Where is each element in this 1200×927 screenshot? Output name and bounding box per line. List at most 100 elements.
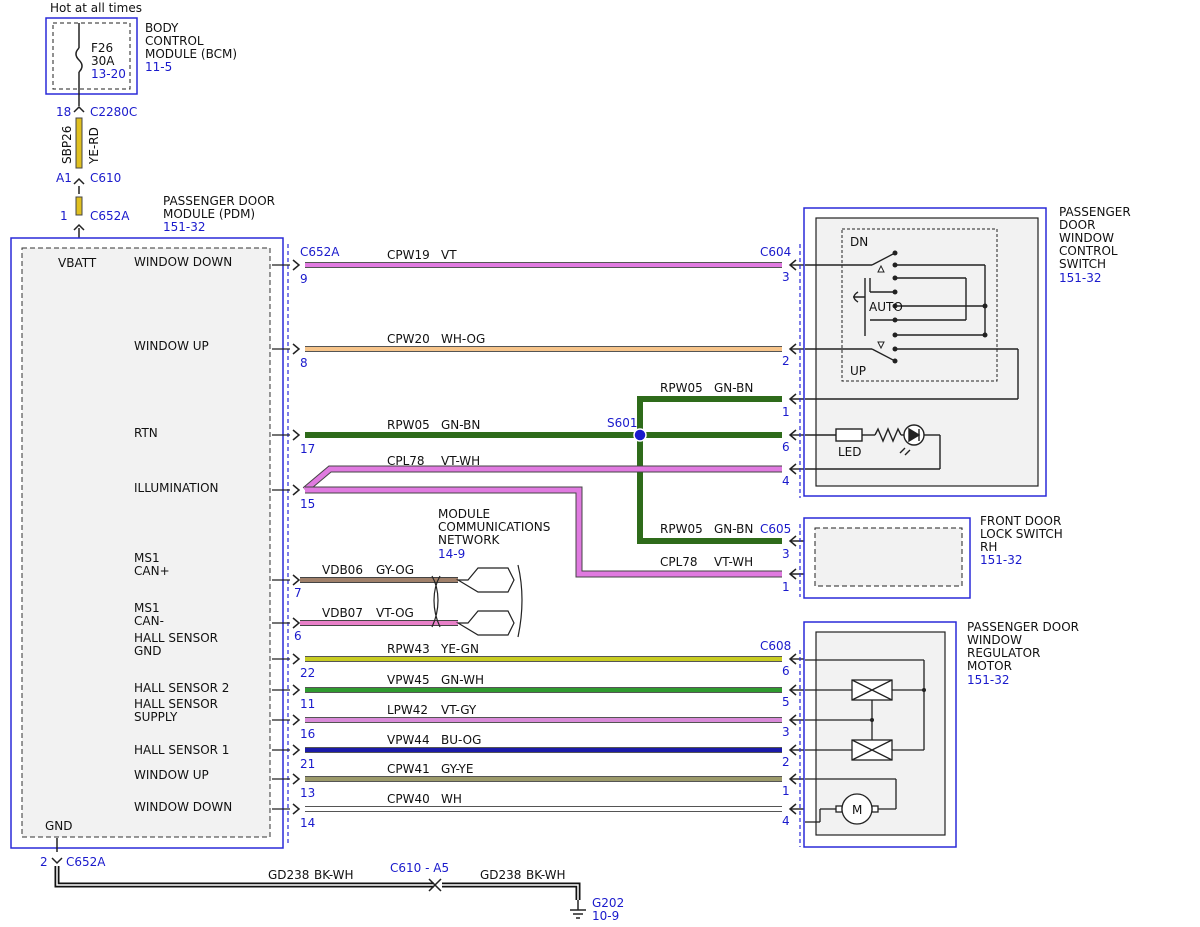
branch-1-color: GN-BN [714,381,753,395]
wire-far-pin: 1 [782,784,790,798]
pdm-pin-label: WINDOW UP [134,768,209,782]
pdm-pin-label: CAN+ [134,564,170,578]
splice-node [633,428,647,442]
arrow-right-icon [292,773,301,785]
pdm-pin-label: MS1 [134,551,160,565]
switch-dn: DN [850,235,868,249]
wire-circuit: CPW19 [387,248,430,262]
branch-3-color: VT-WH [714,555,753,569]
pdm-gnd: GND [45,819,73,833]
cpl78-far-arrow [788,463,805,475]
motor-symbol: M [852,803,862,817]
switch-name-4: CONTROL [1059,244,1118,258]
pdm-pin-label: SUPPLY [134,710,178,724]
wire-circuit: VPW44 [387,733,430,747]
motor-name-4: MOTOR [967,659,1012,673]
network-name-2: COMMUNICATIONS [438,520,550,534]
can-1-circuit: VDB06 [322,563,363,577]
bcm-name-1: BODY [145,21,179,35]
wire-pdm-pin: 9 [300,272,308,286]
wire-far-pin: 3 [782,725,790,739]
wire-circuit: CPW41 [387,762,430,776]
lock-name-3: RH [980,540,997,554]
ground-circuit-1: GD238 [268,868,309,882]
arrow-right-icon [292,259,301,271]
feed-circuit: SBP26 [60,126,74,164]
wire-color: GN-WH [441,673,484,687]
pdm-pin-label: ILLUMINATION [134,481,219,495]
lock-name-1: FRONT DOOR [980,514,1061,528]
wire-pdm-pin: 17 [300,442,315,456]
arrow-right-icon [292,803,301,815]
can-2-color: VT-OG [376,606,414,620]
ground-ref: 10-9 [592,909,619,923]
c652a-feed-pin: 1 [60,209,68,223]
wire-circuit: RPW05 [387,418,430,432]
switch-ref: 151-32 [1059,271,1102,285]
c610-pin: A1 [56,171,72,185]
motor-icon [841,793,873,825]
arrow-right-icon [292,684,301,696]
splice-branches [302,396,782,578]
arrow-right-icon [292,429,301,441]
can-1-color: GY-OG [376,563,414,577]
pdm-name-1: PASSENGER DOOR [163,194,275,208]
wire-far-pin: 2 [782,755,790,769]
hot-label: Hot at all times [50,1,142,15]
can-2-pin: 6 [294,629,302,643]
wire-far-pin: 4 [782,474,790,488]
wire-far-pin: 4 [782,814,790,828]
bcm-name-3: MODULE (BCM) [145,47,237,61]
arrow-right-icon [292,744,301,756]
wire-color: WH [441,792,462,806]
wire-far-connector: C608 [760,639,791,653]
ground-pin: 2 [40,855,48,869]
pdm-pin-label: GND [134,644,162,658]
pdm-vbatt: VBATT [58,256,97,270]
lock-ref: 151-32 [980,553,1023,567]
wire-circuit: CPL78 [387,454,425,468]
ground-inline: C610 - A5 [390,861,449,875]
branch-2-connector: C605 [760,522,791,536]
window-switch-component [799,207,1047,498]
branch-2-pin: 3 [782,547,790,561]
wire-far-pin: 3 [782,270,790,284]
pdm-pin-label: RTN [134,426,158,440]
arrow-right-icon [292,484,301,496]
pdm-name-2: MODULE (PDM) [163,207,255,221]
wire-color: BU-OG [441,733,481,747]
bcm-component: F26 30A 13-20 [45,17,138,95]
pdm-pin-label: WINDOW DOWN [134,800,232,814]
ground-color-2: BK-WH [526,868,566,882]
branch-3-pin: 1 [782,580,790,594]
arrow-right-icon [292,653,301,665]
wire-far-connector: C604 [760,245,791,259]
pdm-pin-label: HALL SENSOR [134,631,218,645]
c652a-feed-label: C652A [90,209,130,223]
wire-pdm-pin: 14 [300,816,315,830]
switch-name-2: DOOR [1059,218,1095,232]
wire-pdm-pin: 21 [300,757,315,771]
wire-color: VT-WH [441,454,480,468]
feed-wire [73,94,85,245]
switch-name-1: PASSENGER [1059,205,1131,219]
c2280c-label: C2280C [90,105,137,119]
bcm-name-2: CONTROL [145,34,204,48]
fuse-id: F26 [91,41,113,55]
branch-arrows [788,393,805,580]
ground-point: G202 [592,896,624,910]
branch-1-circuit: RPW05 [660,381,703,395]
ground-circuit-2: GD238 [480,868,521,882]
pdm-connector-label: C652A [300,245,340,259]
ground-color-1: BK-WH [314,868,354,882]
wire-color: VT-GY [441,703,477,717]
pdm-ref: 151-32 [163,220,206,234]
pdm-pin-labels: WINDOW DOWN WINDOW UP RTN ILLUMINATION MS1CA… [134,255,232,814]
network-ref: 14-9 [438,547,465,561]
